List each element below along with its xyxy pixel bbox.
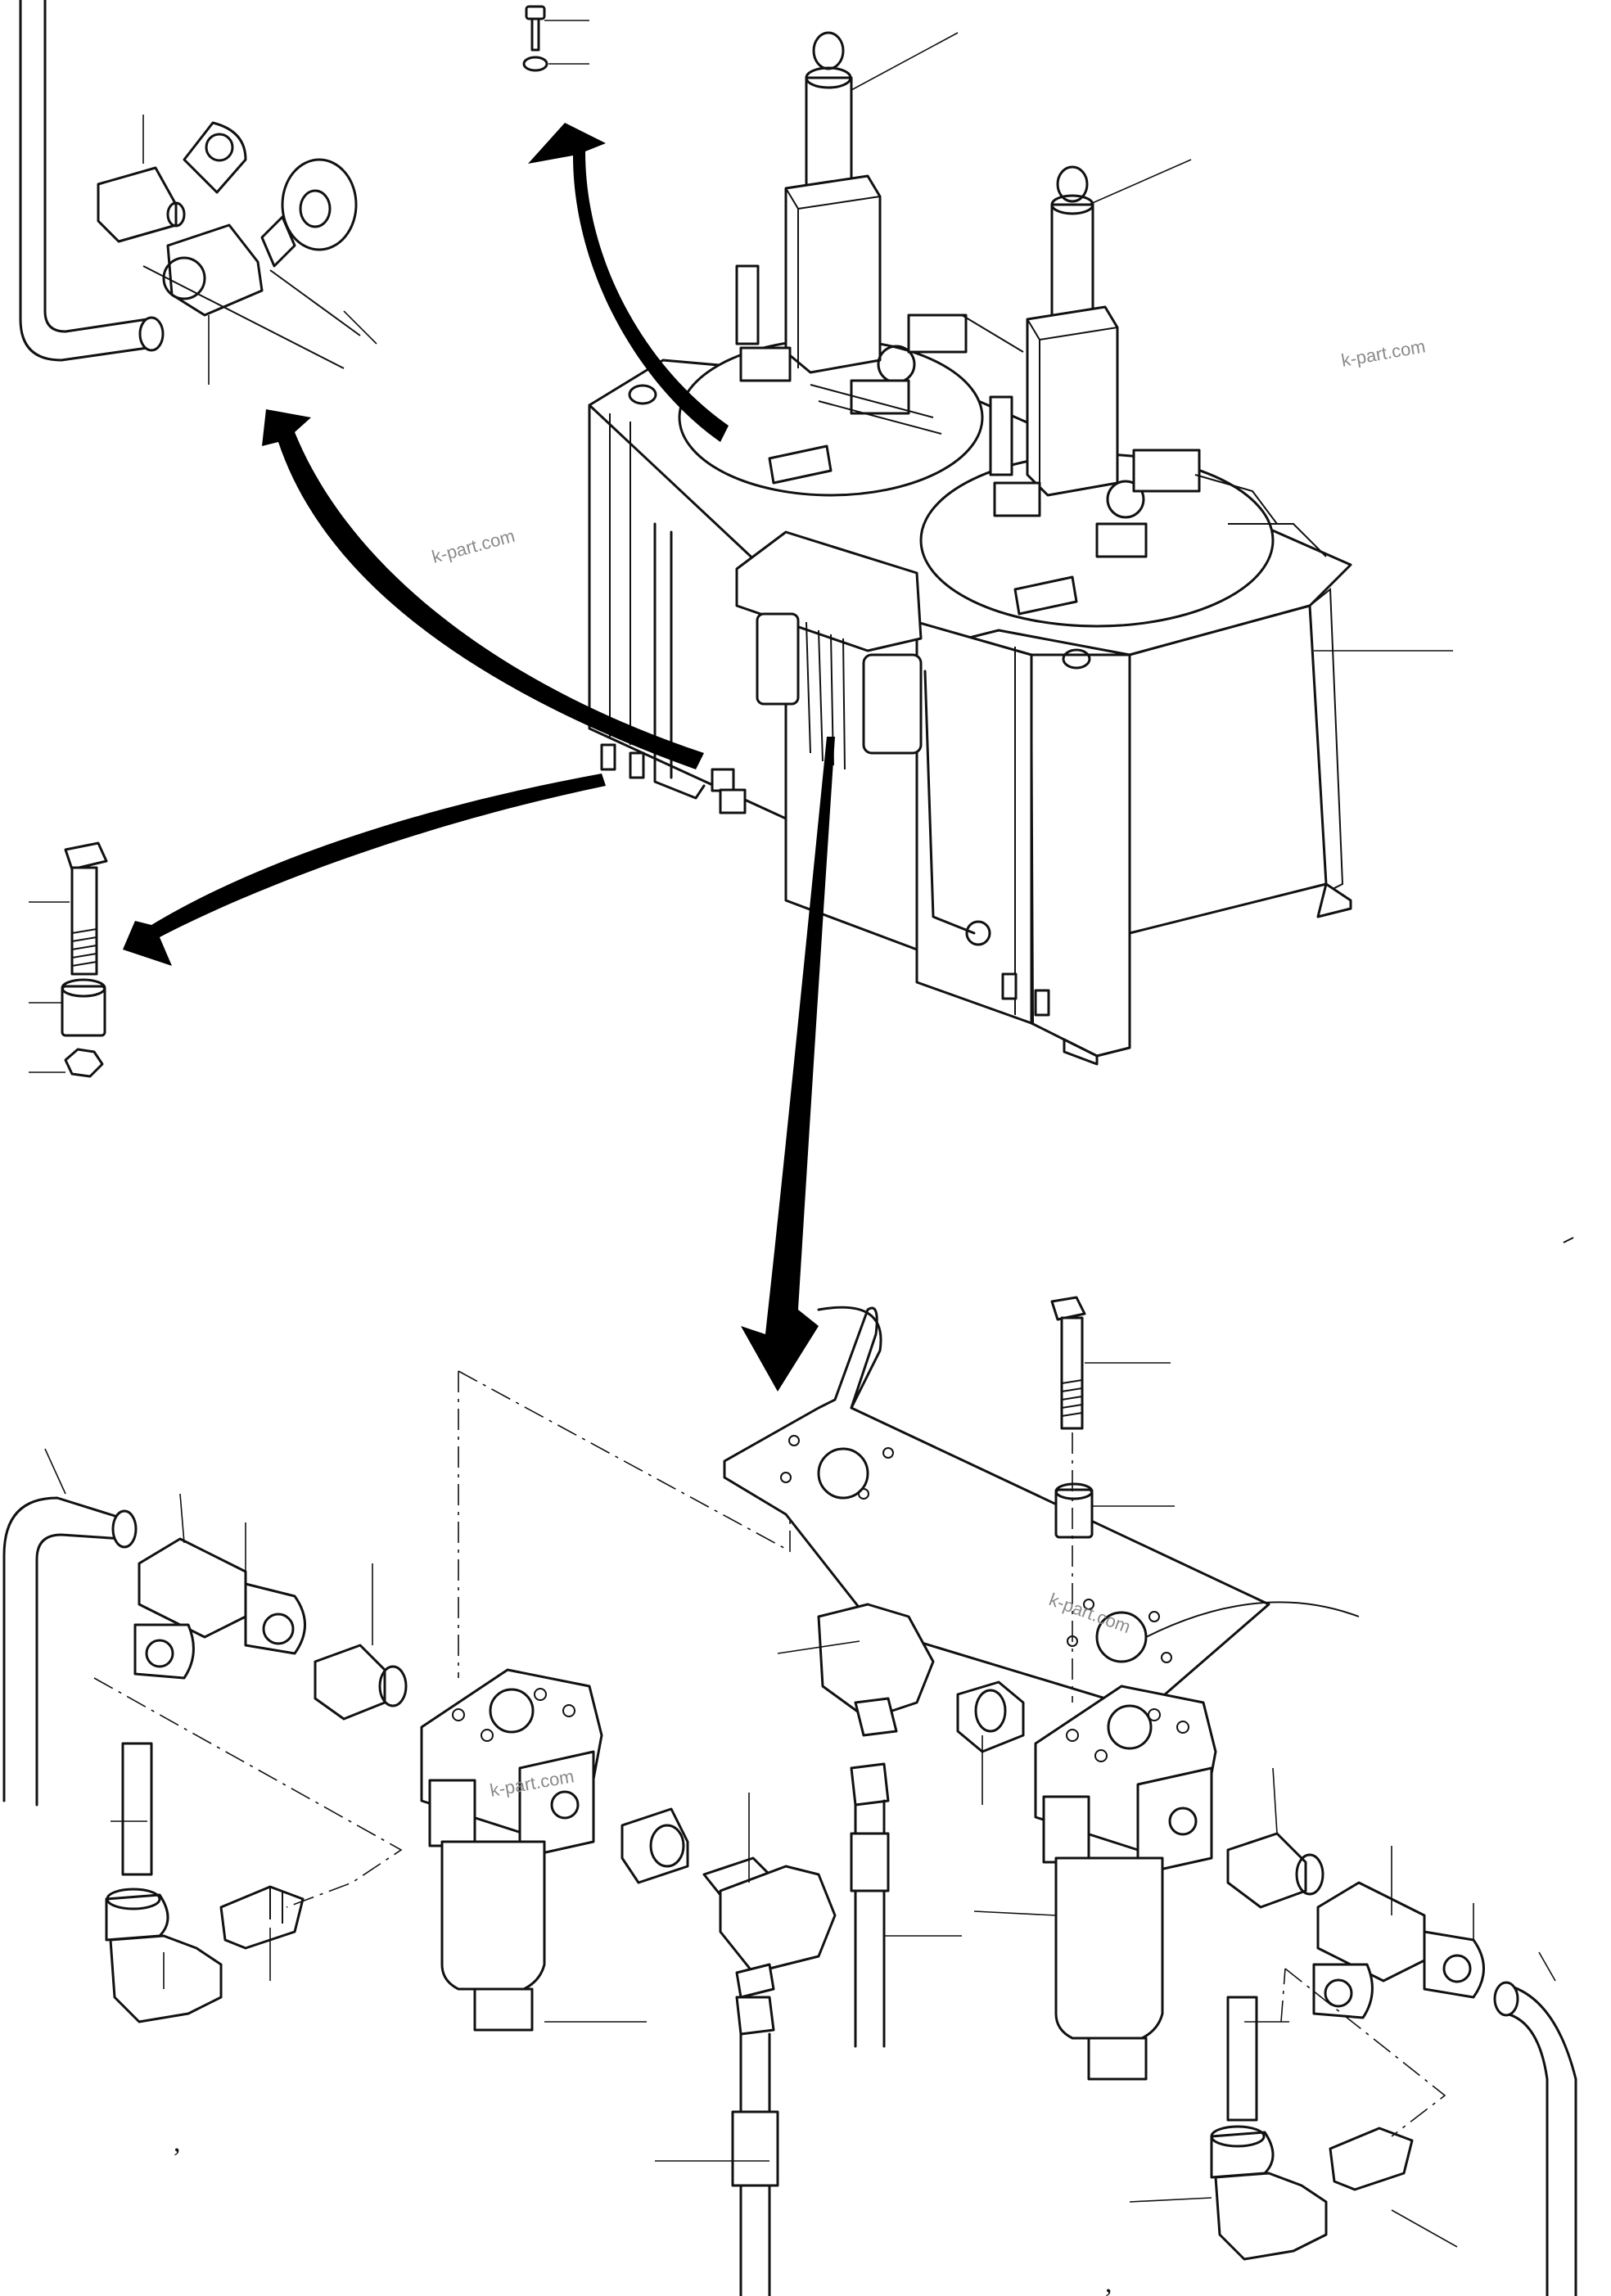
mounting-bolt-spacer-nut bbox=[29, 841, 108, 1078]
leader-line bbox=[851, 32, 1453, 652]
callout-arrows bbox=[123, 123, 835, 1392]
watermark: k-part.com bbox=[430, 526, 517, 567]
filter-manifold-exploded-view bbox=[2, 1296, 1577, 2296]
hydraulic-tank-assembly bbox=[588, 31, 1352, 1066]
stray-mark: , bbox=[174, 2127, 181, 2158]
top-bolt-washer bbox=[522, 5, 589, 72]
watermark: k-part.com bbox=[1340, 336, 1428, 371]
stray-mark: , bbox=[1105, 2268, 1112, 2296]
return-pipe-fitting-detail bbox=[19, 0, 377, 385]
stray-mark bbox=[1563, 1237, 1574, 1243]
